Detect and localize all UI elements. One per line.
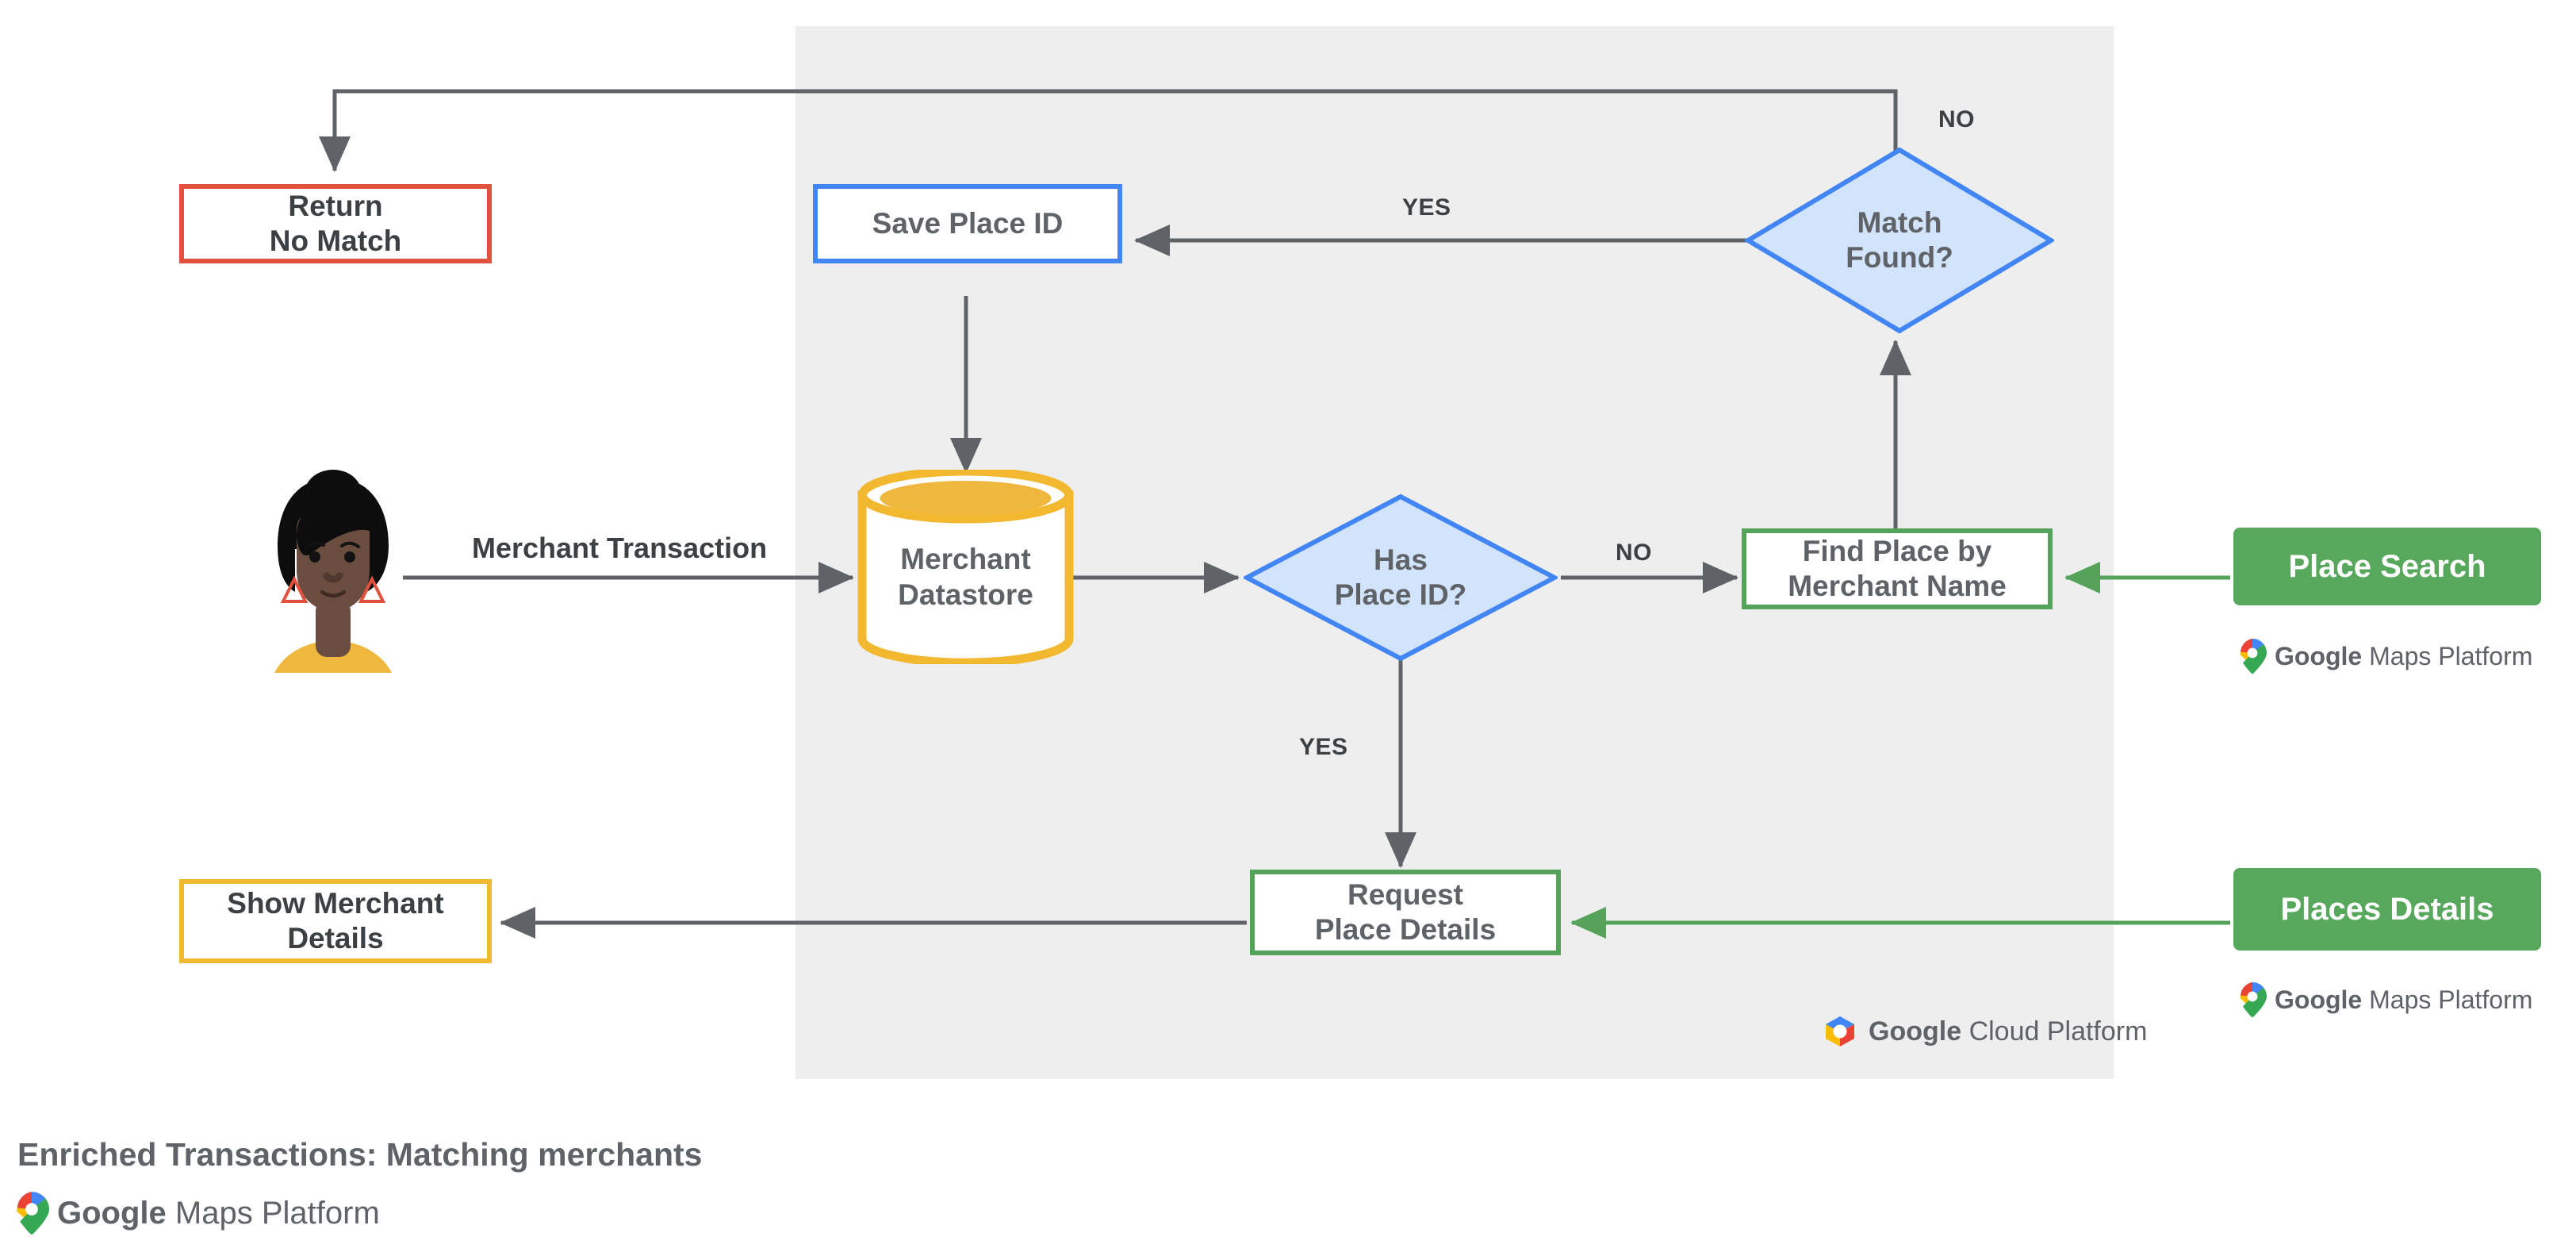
node-return-no-match[interactable]: Return No Match <box>179 184 492 263</box>
caption-gmp-logo: Google Maps Platform <box>14 1192 380 1235</box>
place-search-gmp-logo: Google Maps Platform <box>2238 639 2532 674</box>
edge-label-has-place-id-yes: YES <box>1299 734 1348 760</box>
node-request-place-details[interactable]: Request Place Details <box>1250 870 1561 955</box>
gmp-brand: Google <box>2275 641 2363 670</box>
node-show-merchant-details[interactable]: Show Merchant Details <box>179 879 492 963</box>
google-maps-pin-icon <box>2240 982 2267 1017</box>
user-avatar-illustration <box>262 460 404 674</box>
page-title: Enriched Transactions: Matching merchant… <box>17 1136 703 1173</box>
api-chip-places-details-label: Places Details <box>2280 891 2494 927</box>
datastore-cylinder-shape <box>857 470 1074 664</box>
node-find-place-by-merchant-name[interactable]: Find Place by Merchant Name <box>1742 528 2053 609</box>
gmp-suffix: Maps Platform <box>2369 641 2533 670</box>
edge-label-has-place-id-no: NO <box>1616 540 1652 566</box>
edge-label-match-found-no: NO <box>1938 106 1975 132</box>
places-details-gmp-logo: Google Maps Platform <box>2238 982 2532 1017</box>
gmp-brand: Google <box>57 1195 167 1231</box>
google-maps-pin-icon <box>2240 639 2267 674</box>
gcp-logo-text: Google Cloud Platform <box>1869 1016 2147 1047</box>
node-save-place-id[interactable]: Save Place ID <box>813 184 1122 263</box>
node-has-place-id-label: Has Place ID? <box>1334 543 1467 611</box>
google-cloud-hexagon-icon <box>1826 1016 1854 1047</box>
gmp-suffix: Maps Platform <box>2369 985 2533 1014</box>
api-chip-places-details[interactable]: Places Details <box>2233 868 2541 951</box>
edge-label-match-found-yes: YES <box>1402 194 1451 221</box>
api-chip-place-search-label: Place Search <box>2288 548 2486 584</box>
api-chip-place-search[interactable]: Place Search <box>2233 528 2541 605</box>
places-details-gmp-logo-text: Google Maps Platform <box>2275 985 2532 1015</box>
node-request-place-details-label: Request Place Details <box>1314 878 1497 946</box>
node-match-found-label: Match Found? <box>1846 206 1953 274</box>
node-return-no-match-label: Return No Match <box>269 190 402 257</box>
place-search-gmp-logo-text: Google Maps Platform <box>2275 642 2532 671</box>
flow-label-merchant-transaction: Merchant Transaction <box>472 532 768 564</box>
gcp-suffix: Cloud Platform <box>1968 1016 2148 1047</box>
has-place-id-diamond-shape <box>1244 494 1558 662</box>
google-maps-pin-icon <box>17 1192 49 1235</box>
node-save-place-id-label: Save Place ID <box>872 207 1064 240</box>
node-merchant-datastore[interactable]: Merchant Datastore <box>857 470 1075 664</box>
node-find-place-by-merchant-name-label: Find Place by Merchant Name <box>1788 535 2007 602</box>
gcp-brand: Google <box>1869 1016 1962 1047</box>
google-cloud-platform-logo: Google Cloud Platform <box>1823 1016 2147 1047</box>
node-has-place-id[interactable]: Has Place ID? <box>1244 494 1558 662</box>
gmp-suffix: Maps Platform <box>174 1195 380 1231</box>
node-show-merchant-details-label: Show Merchant Details <box>227 887 444 954</box>
caption-gmp-logo-text: Google Maps Platform <box>57 1196 380 1231</box>
node-match-found[interactable]: Match Found? <box>1745 147 2054 334</box>
match-found-diamond-shape <box>1745 147 2054 334</box>
node-merchant-datastore-label: Merchant Datastore <box>898 543 1033 611</box>
gmp-brand: Google <box>2275 985 2363 1014</box>
